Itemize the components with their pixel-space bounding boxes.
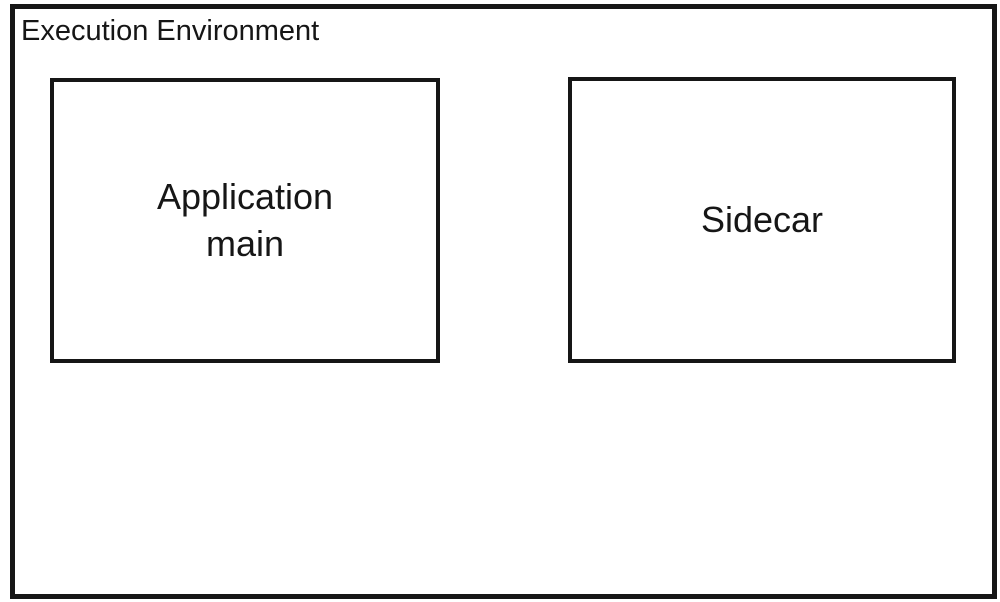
application-main-label: Application main (156, 175, 334, 264)
sidecar-label: Sidecar (700, 198, 824, 240)
execution-environment-container: Execution Environment Application main S… (10, 4, 997, 599)
execution-environment-label: Execution Environment (21, 15, 320, 47)
node-sidecar: Sidecar (568, 77, 956, 363)
node-application-main: Application main (50, 78, 440, 363)
